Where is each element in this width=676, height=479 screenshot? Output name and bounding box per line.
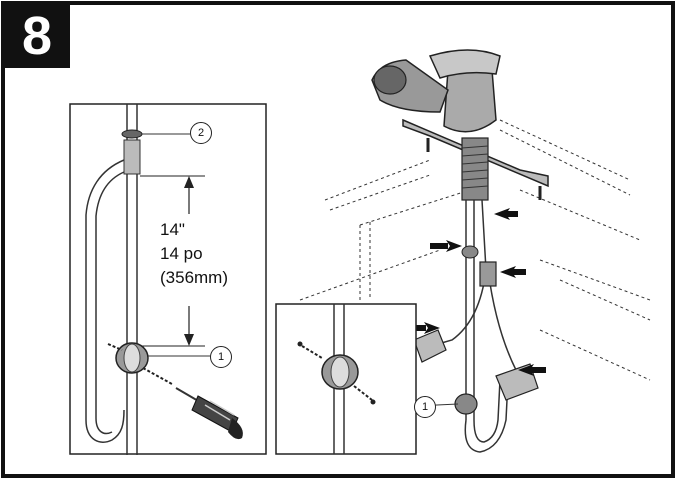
- hose-connector-right: [479, 261, 497, 287]
- hose-loop-inner: [95, 171, 125, 435]
- step-number-badge: 8: [4, 4, 70, 68]
- screwdriver-icon: [175, 387, 243, 440]
- shutoff-valve-left: [413, 329, 447, 363]
- faucet-body: [443, 69, 497, 133]
- hose-weight-installed: [454, 393, 478, 415]
- left-detail-panel: [69, 103, 267, 455]
- hose-loop-right: [464, 379, 509, 453]
- threaded-shank: [461, 137, 489, 201]
- callout-clip: 2: [190, 122, 212, 144]
- supply-line-left: [437, 199, 487, 345]
- faucet-handle: [428, 49, 501, 79]
- hose-loop-outer: [85, 159, 125, 443]
- measurement-metric: (356mm): [160, 268, 229, 287]
- hose-clip: [121, 129, 143, 139]
- callout-weight-left: 1: [210, 346, 232, 368]
- measurement-imperial: 14": [160, 220, 185, 239]
- cabinet-outline: [299, 119, 651, 381]
- callout-weight-detail: 1: [414, 396, 436, 418]
- direction-arrows: [408, 208, 546, 376]
- measurement-french: 14 po: [160, 244, 203, 263]
- measure-arrow-down-head: [184, 334, 194, 346]
- measure-arrow-up-head: [184, 176, 194, 188]
- hose-connector: [123, 139, 141, 175]
